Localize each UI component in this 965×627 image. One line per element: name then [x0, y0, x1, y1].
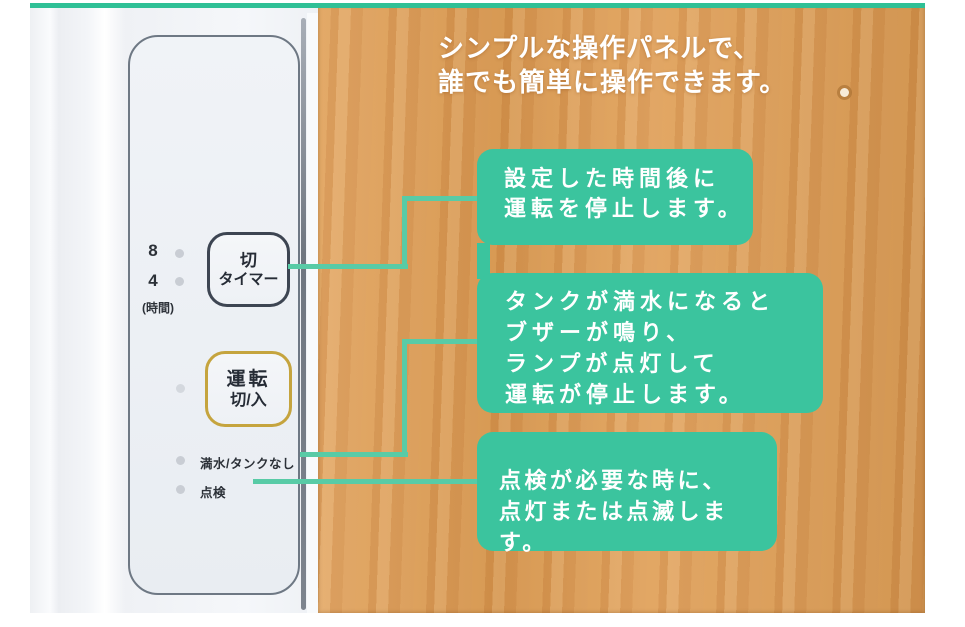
full-tank-connector-line: [402, 339, 482, 344]
timer-4h-lamp-icon: [175, 277, 184, 286]
timer-scale-4: 4: [148, 271, 158, 290]
callout-link-bar: [477, 243, 490, 279]
power-lamp-icon: [176, 384, 185, 393]
wood-knot: [840, 88, 849, 97]
timer-connector-line: [402, 196, 482, 201]
full-tank-label: 満水/タンクなし: [200, 457, 295, 471]
callout-timer-line1: 設定した時間後に: [504, 166, 721, 191]
headline-line1: シンプルな操作パネルで、: [438, 33, 761, 63]
full-tank-connector-line: [402, 339, 407, 457]
timer-8h-lamp-icon: [175, 249, 184, 258]
callout-full-tank: タンクが満水になると ブザーが鳴り、 ランプが点灯して 運転が停止します。: [477, 273, 823, 413]
appliance-body: 8 4 (時間) 切 タイマー 運転 切/入 満水/タンクなし 点検: [30, 8, 318, 613]
callout-full-tank-line1: タンクが満水になると: [505, 289, 776, 314]
callout-timer: 設定した時間後に 運転を停止します。: [477, 149, 753, 245]
product-photo: 8 4 (時間) 切 タイマー 運転 切/入 満水/タンクなし 点検: [30, 3, 925, 613]
full-tank-connector-line: [300, 452, 408, 457]
headline-line2: 誰でも簡単に操作できます。: [438, 67, 787, 97]
callout-inspection-line2: 点灯または点滅します。: [499, 499, 729, 555]
callout-inspection-line1: 点検が必要な時に、: [499, 468, 728, 493]
full-tank-lamp-icon: [176, 456, 185, 465]
inspection-label: 点検: [200, 486, 227, 500]
control-panel: 8 4 (時間) 切 タイマー 運転 切/入 満水/タンクなし 点検: [128, 35, 300, 595]
callout-full-tank-line3: ランプが点灯して: [505, 351, 720, 376]
timer-connector-line: [402, 196, 407, 269]
timer-unit-label: (時間): [142, 301, 174, 315]
timer-scale-8: 8: [148, 241, 158, 260]
timer-button-label-timer: タイマー: [218, 270, 279, 288]
inspection-lamp-icon: [176, 485, 185, 494]
headline: シンプルな操作パネルで、 誰でも簡単に操作できます。: [438, 31, 786, 99]
appliance-edge-highlight: [307, 13, 318, 613]
callout-timer-line2: 運転を停止します。: [504, 196, 745, 221]
timer-button: 切 タイマー: [207, 232, 290, 307]
timer-button-label-off: 切: [240, 250, 257, 270]
power-button-label-operation: 運転: [226, 368, 271, 390]
power-button: 運転 切/入: [205, 351, 292, 427]
inspection-connector-line: [253, 479, 482, 484]
top-green-bar: [30, 3, 925, 8]
callout-full-tank-line4: 運転が停止します。: [505, 382, 746, 407]
callout-full-tank-line2: ブザーが鳴り、: [505, 320, 694, 345]
timer-connector-line: [288, 264, 408, 269]
appliance-edge-shadow: [301, 18, 306, 610]
callout-inspection: 点検が必要な時に、 点灯または点滅します。: [477, 432, 777, 555]
power-button-label-onoff: 切/入: [230, 391, 267, 409]
